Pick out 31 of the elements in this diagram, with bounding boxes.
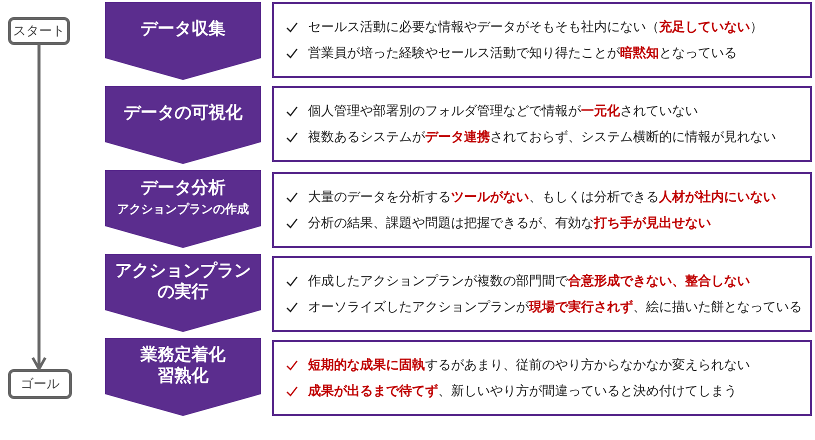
chevron-step — [105, 170, 261, 248]
issue-box — [272, 256, 812, 332]
issue-text: セールス活動に必要な情報やデータがそもそも社内にない（充足していない） — [308, 18, 763, 36]
step-title: データ分析 — [140, 178, 226, 200]
issue-text: 個人管理や部署別のフォルダ管理などで情報が一元化されていない — [308, 103, 698, 120]
issue-box — [272, 340, 812, 416]
chevron-step — [105, 338, 261, 416]
issue-text: 大量のデータを分析するツールがない、もしくは分析できる人材が社内にいない — [308, 189, 776, 206]
issue-text: 成果が出るまで待てず、新しいやり方が間違っていると決め付けてしまう — [308, 383, 737, 400]
issue-box — [272, 172, 812, 248]
arrow — [31, 45, 47, 370]
issue-text: 作成したアクションプランが複数の部門間で合意形成できない、整合しない — [308, 272, 750, 290]
chevron-step — [105, 254, 261, 332]
issue-text: 営業員が培った経験やセールス活動で知り得たことが暗黙知となっている — [308, 44, 737, 62]
step-title: アクションプランの実行 — [114, 260, 252, 304]
step-subtitle: アクションプランの作成 — [117, 201, 249, 218]
issue-text: オーソライズしたアクションプランが現場で実行されず、絵に描いた餅となっている — [308, 298, 802, 316]
chevron-step — [105, 86, 261, 164]
issue-text: 分析の結果、課題や問題は把握できるが、有効な打ち手が見出せない — [308, 214, 711, 232]
terminal-label: ゴール — [20, 376, 60, 393]
issue-box — [272, 2, 812, 78]
terminal-label: スタート — [13, 23, 65, 40]
terminal-box — [8, 369, 72, 399]
issue-text: 複数あるシステムがデータ連携されておらず、システム横断的に情報が見れない — [308, 128, 776, 146]
issue-text: 短期的な成果に固執するがあまり、従前のやり方からなかなか変えられない — [308, 357, 750, 374]
step-title: データ収集 — [140, 19, 226, 41]
step-title: データの可視化 — [124, 103, 242, 125]
step-title: 業務定着化習熟化 — [140, 344, 226, 388]
issue-box — [272, 86, 812, 162]
chevron-step — [105, 2, 261, 80]
terminal-box — [8, 17, 70, 45]
